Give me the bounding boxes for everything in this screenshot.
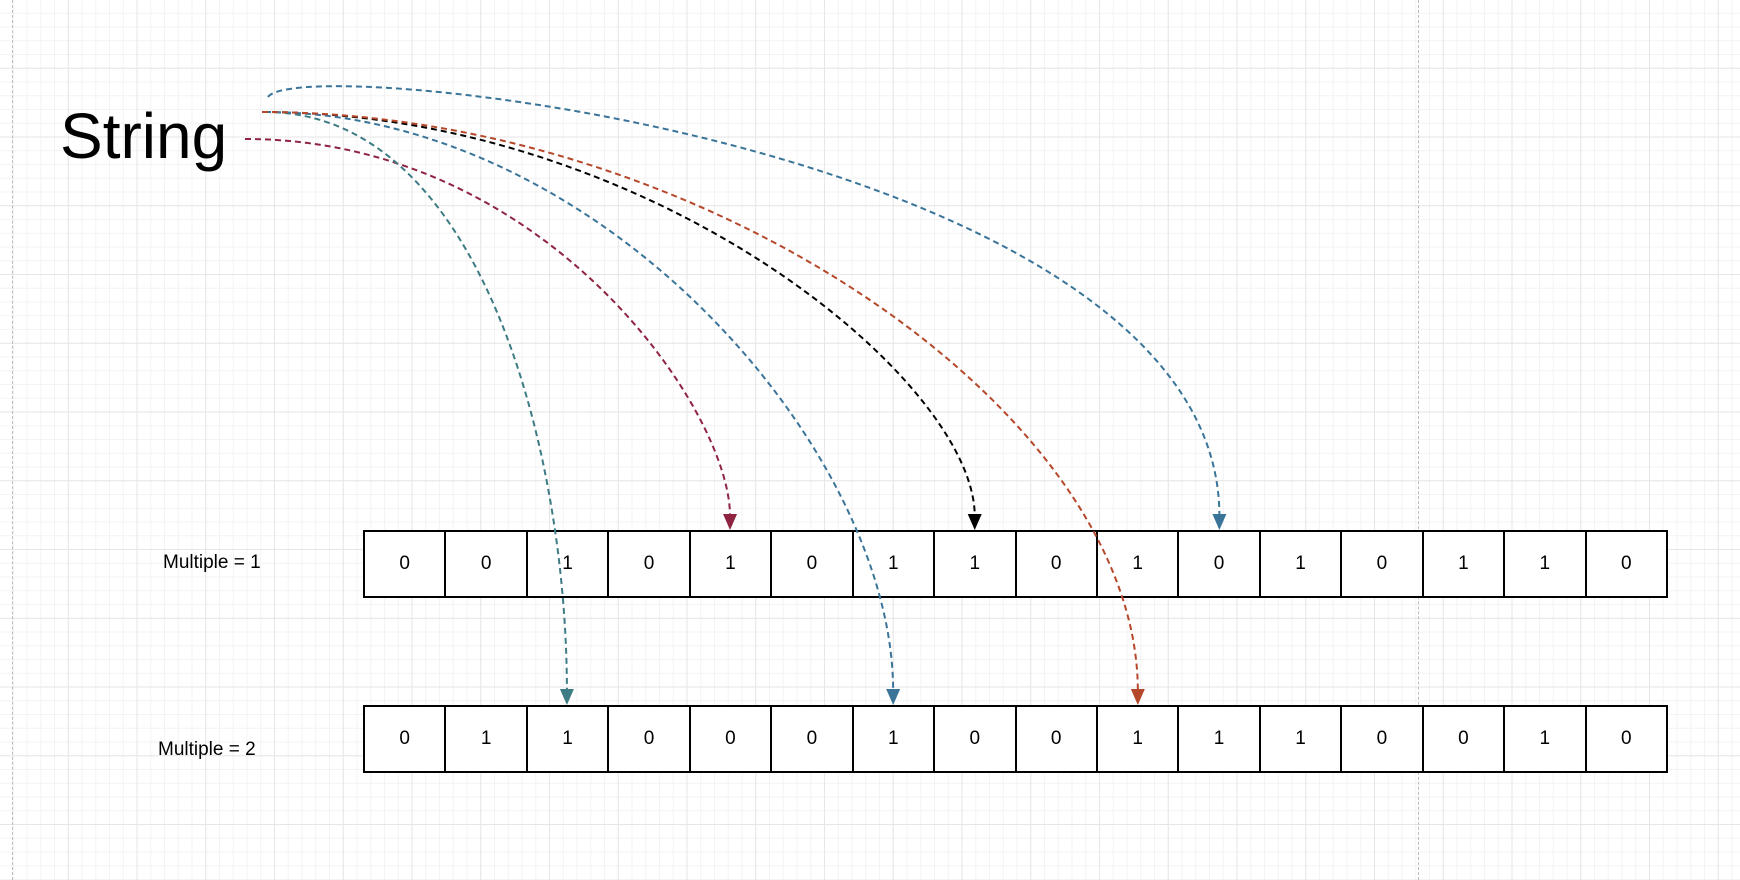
arrow-to-cell-11-row-1 bbox=[267, 85, 1221, 517]
bit-cell: 1 bbox=[446, 707, 528, 771]
arrow-to-cell-3-row-2 bbox=[264, 111, 568, 692]
page-guide-right bbox=[1418, 0, 1419, 880]
bit-cell: 0 bbox=[446, 532, 528, 596]
bit-cell: 0 bbox=[1424, 707, 1506, 771]
bit-cell: 1 bbox=[1179, 707, 1261, 771]
bit-cell: 0 bbox=[1620, 728, 1632, 749]
arrow-to-cell-8-row-1 bbox=[261, 111, 976, 517]
bit-cell: 1 bbox=[691, 532, 773, 596]
row-label-multiple-2: Multiple = 2 bbox=[158, 739, 256, 760]
arrow-to-cell-8-row-1-head bbox=[967, 514, 982, 530]
string-title: String bbox=[60, 100, 228, 172]
bit-cell: 0 bbox=[691, 707, 773, 771]
bit-cell: 0 bbox=[935, 707, 1017, 771]
row-label-multiple-1: Multiple = 1 bbox=[163, 552, 261, 573]
arrow-to-cell-11-row-1-head bbox=[1212, 514, 1227, 530]
bit-cell: 0 bbox=[609, 532, 691, 596]
arrow-to-cell-3-row-2-head bbox=[559, 689, 574, 705]
bit-cell: 0 bbox=[609, 707, 691, 771]
bit-cell: 0 bbox=[1017, 707, 1098, 771]
bit-cell: 0 bbox=[1179, 532, 1261, 596]
bit-cell: 1 bbox=[1098, 532, 1180, 596]
arrow-to-cell-7-row-2-head bbox=[886, 689, 901, 705]
bit-cell: 1 bbox=[854, 707, 936, 771]
bit-cell: 1 bbox=[1261, 532, 1343, 596]
arrow-to-cell-5-row-1-head bbox=[723, 514, 738, 530]
bit-cell: 0 bbox=[1342, 707, 1424, 771]
arrow-to-cell-7-row-2 bbox=[264, 111, 895, 692]
bit-cell: 0 bbox=[772, 532, 854, 596]
bit-cell: 1 bbox=[1505, 532, 1587, 596]
bit-cell: 0 bbox=[772, 707, 854, 771]
bit-cell: 1 bbox=[1098, 707, 1180, 771]
bit-cell: 1 bbox=[1505, 707, 1587, 771]
bit-cell: 1 bbox=[528, 707, 610, 771]
bit-cell: 0 bbox=[1620, 553, 1632, 574]
bit-cell: 1 bbox=[1261, 707, 1343, 771]
bit-cell: 0 bbox=[1017, 532, 1098, 596]
bit-cell: 1 bbox=[1424, 532, 1506, 596]
bit-cell: 0 bbox=[365, 532, 447, 596]
bit-cell: 1 bbox=[528, 532, 610, 596]
arrow-to-cell-5-row-1 bbox=[244, 138, 732, 517]
bit-cell: 1 bbox=[854, 532, 936, 596]
bit-cell: 1 bbox=[935, 532, 1017, 596]
bit-cell: 0 bbox=[1342, 532, 1424, 596]
bit-cell: 0 bbox=[365, 707, 447, 771]
arrow-to-cell-10-row-2 bbox=[261, 111, 1139, 692]
arrow-to-cell-10-row-2-head bbox=[1130, 689, 1145, 705]
page-guide-left bbox=[12, 0, 13, 880]
